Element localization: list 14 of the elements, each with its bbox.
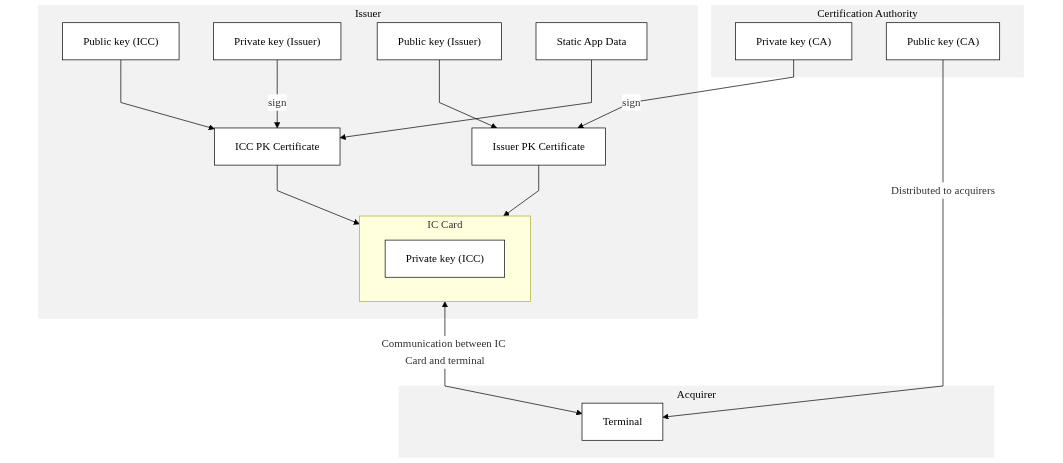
edge-label: sign bbox=[622, 96, 641, 109]
node-box: Public key (ICC) bbox=[62, 22, 180, 61]
node-box: Private key (CA) bbox=[735, 22, 853, 61]
edge-label: Distributed to acquirers bbox=[891, 184, 996, 197]
node-box: Public key (Issuer) bbox=[377, 22, 503, 61]
node-box: Issuer PK Certificate bbox=[471, 127, 607, 166]
node-box: Private key (Issuer) bbox=[213, 22, 342, 61]
node-box: Private key (ICC) bbox=[385, 239, 506, 278]
edge-label: sign bbox=[268, 96, 287, 109]
node-box: Public key (CA) bbox=[886, 22, 1001, 61]
node-box: Static App Data bbox=[536, 22, 648, 61]
node-box: ICC PK Certificate bbox=[214, 127, 341, 166]
edge-label: Communication between IC Card and terminal bbox=[381, 337, 506, 366]
node-box: Terminal bbox=[582, 402, 664, 441]
